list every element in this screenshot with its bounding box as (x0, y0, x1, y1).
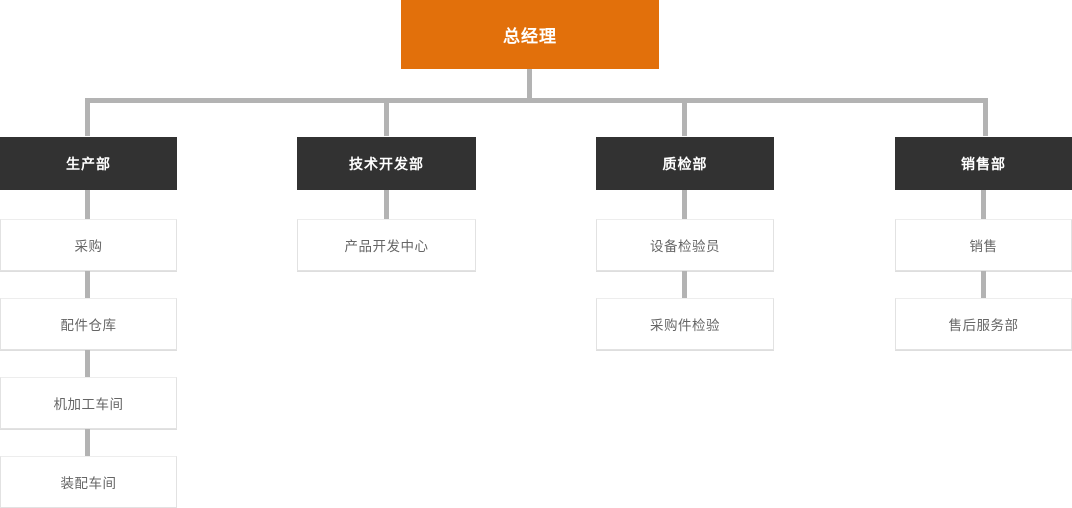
connector-procurement-to-parts-warehouse (85, 271, 90, 298)
node-assembly-workshop[interactable]: 装配车间 (0, 456, 177, 508)
node-label: 产品开发中心 (344, 239, 429, 254)
connector-root-down (527, 69, 532, 102)
node-department-production[interactable]: 生产部 (0, 137, 177, 190)
connector-equipment-inspector-to-purchased-parts-inspection (682, 271, 687, 298)
node-product-development-center[interactable]: 产品开发中心 (297, 219, 476, 271)
connector-bus-to-dept-3 (682, 98, 687, 136)
node-label: 售后服务部 (948, 318, 1019, 333)
node-label: 生产部 (66, 155, 111, 172)
node-label: 质检部 (662, 155, 708, 172)
node-label: 装配车间 (60, 476, 117, 491)
connector-production-to-procurement (85, 190, 90, 220)
node-label: 销售部 (961, 155, 1006, 172)
connector-techdev-to-product-development-center (384, 190, 389, 220)
node-procurement[interactable]: 采购 (0, 219, 177, 271)
connector-machining-workshop-to-assembly-workshop (85, 429, 90, 456)
node-sales[interactable]: 销售 (895, 219, 1072, 271)
connector-bus-to-dept-4 (983, 98, 988, 136)
node-label: 技术开发部 (349, 155, 424, 172)
node-label: 采购 (74, 239, 103, 254)
connector-quality-to-equipment-inspector (682, 190, 687, 220)
connector-sales-to-after-sales-service (981, 271, 986, 298)
connector-bus-to-dept-1 (85, 98, 90, 136)
node-department-sales[interactable]: 销售部 (895, 137, 1072, 190)
connector-bus-to-dept-2 (384, 98, 389, 136)
connector-sales-dept-to-sales (981, 190, 986, 220)
node-purchased-parts-inspection[interactable]: 采购件检验 (596, 298, 774, 350)
node-label: 采购件检验 (650, 318, 720, 333)
connector-parts-warehouse-to-machining-workshop (85, 350, 90, 377)
connector-horizontal-bus (85, 98, 988, 103)
node-department-quality-inspection[interactable]: 质检部 (596, 137, 774, 190)
node-label: 总经理 (503, 27, 557, 46)
node-general-manager[interactable]: 总经理 (401, 0, 659, 69)
node-label: 机加工车间 (53, 397, 124, 412)
node-department-technology-development[interactable]: 技术开发部 (297, 137, 476, 190)
node-label: 设备检验员 (650, 239, 720, 254)
node-machining-workshop[interactable]: 机加工车间 (0, 377, 177, 429)
node-after-sales-service[interactable]: 售后服务部 (895, 298, 1072, 350)
node-label: 配件仓库 (60, 318, 117, 333)
node-equipment-inspector[interactable]: 设备检验员 (596, 219, 774, 271)
node-parts-warehouse[interactable]: 配件仓库 (0, 298, 177, 350)
node-label: 销售 (969, 239, 998, 254)
